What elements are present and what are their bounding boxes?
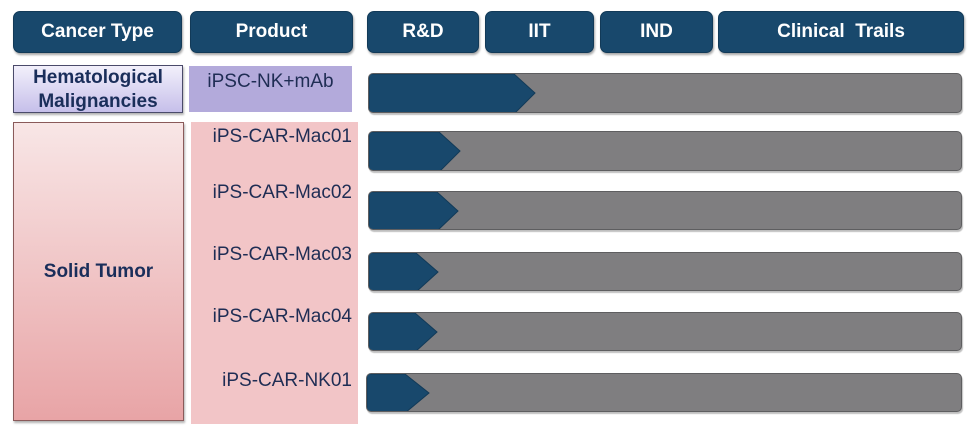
product-name: iPS-CAR-NK01	[222, 370, 352, 391]
product-name: iPS-CAR-Mac03	[212, 244, 352, 265]
cancer-type-hematological: Hematological Malignancies	[13, 65, 183, 113]
progress-bar-nk01	[366, 373, 962, 412]
header-stage-ind: IND	[600, 11, 713, 53]
progress-arrow-icon	[369, 192, 459, 229]
progress-arrow-icon	[369, 74, 536, 112]
header-product-label: Product	[235, 21, 308, 42]
product-name: iPSC-NK+mAb	[207, 71, 334, 92]
header-stage-clinical: Clinical Trails	[718, 11, 964, 53]
product-column-solid: iPS-CAR-Mac01 iPS-CAR-Mac02 iPS-CAR-Mac0…	[191, 122, 358, 424]
header-cancer-type: Cancer Type	[13, 11, 182, 53]
header-stage-iit: IIT	[485, 11, 594, 53]
product-name: iPS-CAR-Mac04	[212, 306, 352, 327]
product-name: iPS-CAR-Mac01	[212, 126, 352, 147]
progress-bar-mac03	[368, 252, 962, 291]
progress-bar-mac02	[368, 191, 962, 230]
product-cell: iPSC-NK+mAb	[189, 66, 352, 112]
header-product: Product	[190, 11, 353, 53]
progress-bar-ipsc-nk-mab	[368, 73, 962, 113]
progress-arrow-icon	[367, 374, 430, 411]
stage-label: R&D	[402, 21, 444, 42]
stage-label: Clinical Trails	[777, 21, 905, 42]
progress-arrow-icon	[369, 132, 461, 170]
cancer-type-solid-tumor: Solid Tumor	[13, 122, 184, 421]
progress-bar-mac01	[368, 131, 962, 171]
progress-arrow-icon	[369, 313, 438, 350]
progress-bar-mac04	[368, 312, 962, 351]
progress-arrow-icon	[369, 253, 439, 290]
cancer-type-line: Hematological	[33, 67, 163, 88]
product-name: iPS-CAR-Mac02	[212, 182, 352, 203]
cancer-type-line: Malignancies	[38, 91, 158, 112]
stage-label: IND	[640, 21, 673, 42]
header-stage-rd: R&D	[367, 11, 479, 53]
stage-label: IIT	[528, 21, 551, 42]
cancer-type-label: Solid Tumor	[43, 260, 154, 282]
header-cancer-type-label: Cancer Type	[41, 21, 154, 42]
